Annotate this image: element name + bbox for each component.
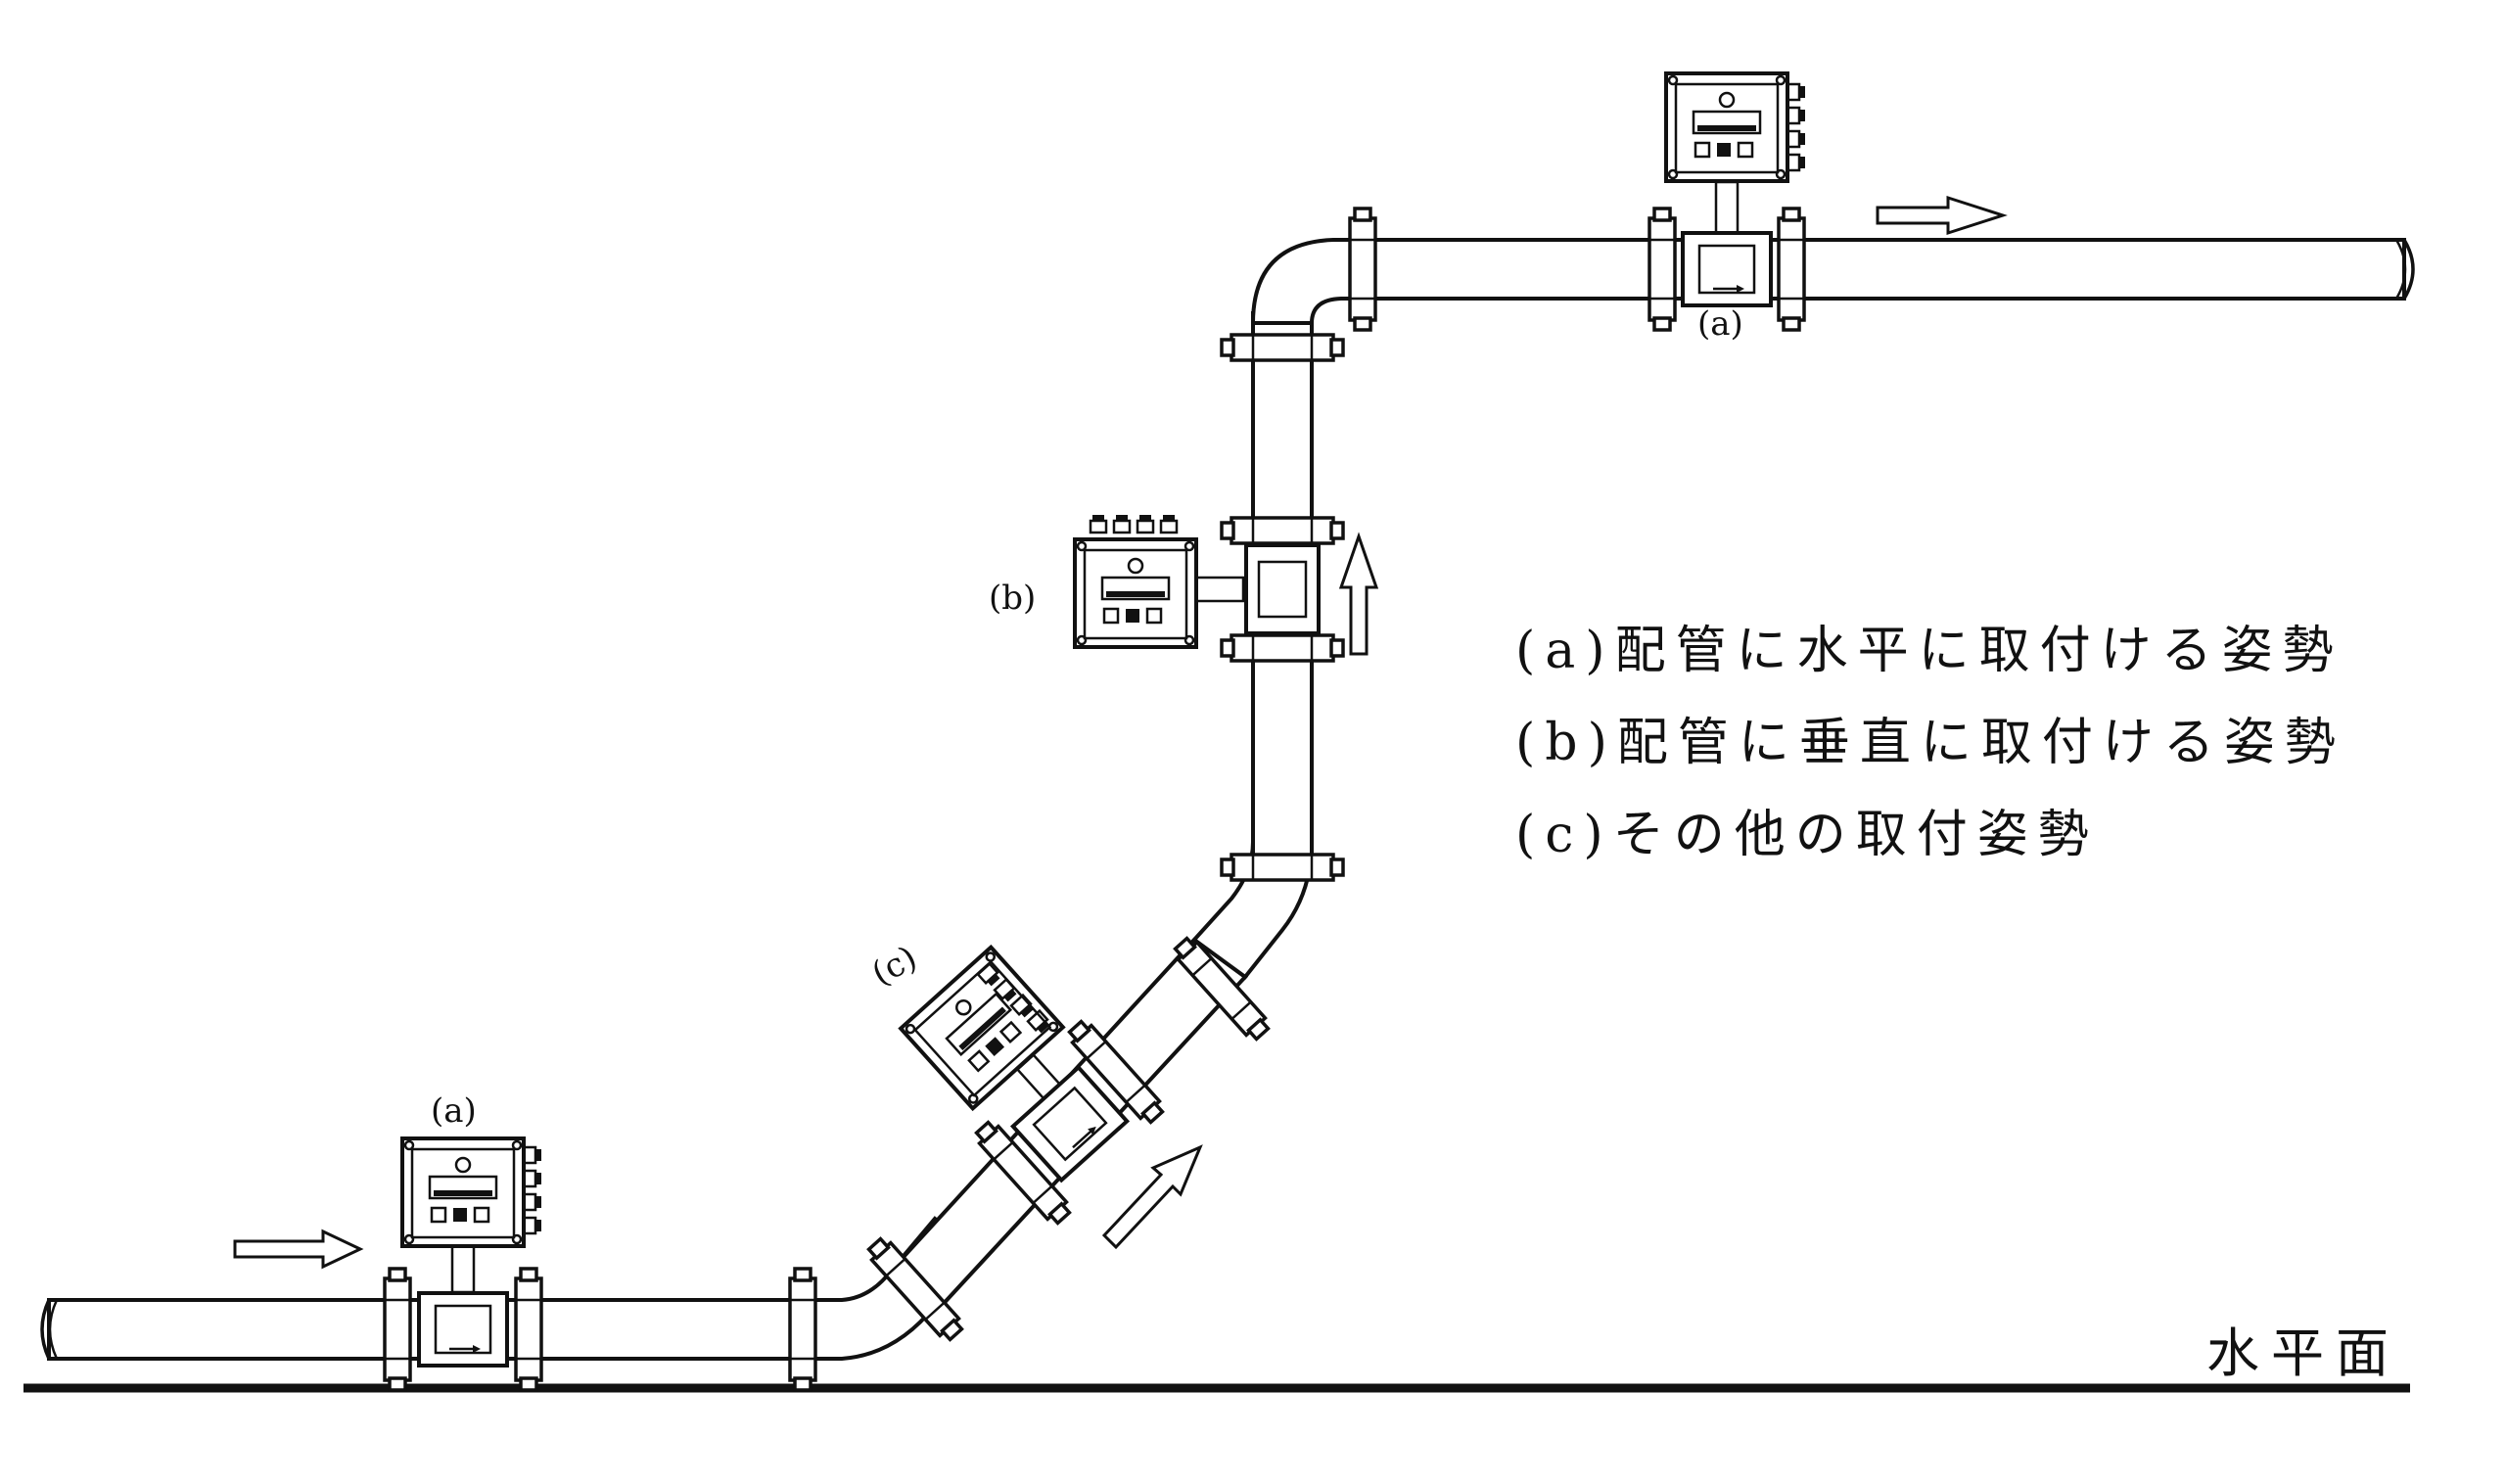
flange	[514, 1267, 543, 1392]
flange	[1348, 207, 1377, 332]
flow-arrow-bottom	[233, 1229, 364, 1270]
meter-label-b: (b)	[989, 579, 1036, 618]
legend-item-b: (b)配管に垂直に取付ける姿勢	[1515, 714, 2345, 772]
flow-arrow-vertical	[1338, 532, 1379, 656]
flange	[1220, 633, 1345, 663]
flowmeter-b	[1073, 513, 1321, 649]
flange	[788, 1267, 817, 1392]
flange	[383, 1267, 412, 1392]
legend-item-c: (c)その他の取付姿勢	[1515, 806, 2099, 864]
meter-label-c: (c)	[865, 939, 923, 995]
flowmeter-a-top	[1664, 71, 1807, 307]
flow-arrow-top	[1876, 195, 2008, 236]
flange	[1220, 853, 1345, 882]
flange	[1777, 207, 1806, 332]
top-elbow	[1250, 238, 1368, 325]
top-pipe	[1359, 238, 2415, 301]
flowmeter-c	[899, 945, 1130, 1183]
flange	[1220, 333, 1345, 362]
meter-label-a-top: (a)	[1697, 304, 1743, 344]
flow-arrow-diagonal	[1101, 1144, 1203, 1250]
flange	[1220, 516, 1345, 545]
legend-item-a: (a)配管に水平に取付ける姿勢	[1515, 622, 2344, 680]
flange	[1647, 207, 1677, 332]
ground-label: 水平面	[2206, 1322, 2400, 1384]
meter-label-a-bottom: (a)	[431, 1091, 477, 1131]
flowmeter-a-bottom	[400, 1136, 543, 1368]
legend: (a)配管に水平に取付ける姿勢 (b)配管に垂直に取付ける姿勢 (c)その他の取…	[1515, 605, 2345, 881]
